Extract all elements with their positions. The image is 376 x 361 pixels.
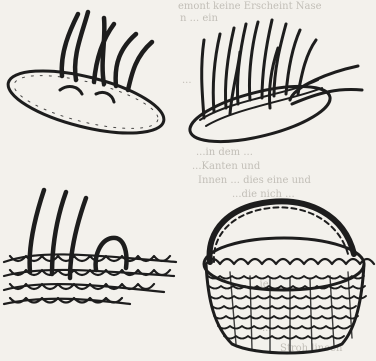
weaving-rows-detail: [4, 190, 176, 304]
finished-basket: [204, 201, 374, 353]
base-with-upright-stakes: [185, 20, 362, 153]
oval-base-with-spokes: [2, 12, 169, 146]
